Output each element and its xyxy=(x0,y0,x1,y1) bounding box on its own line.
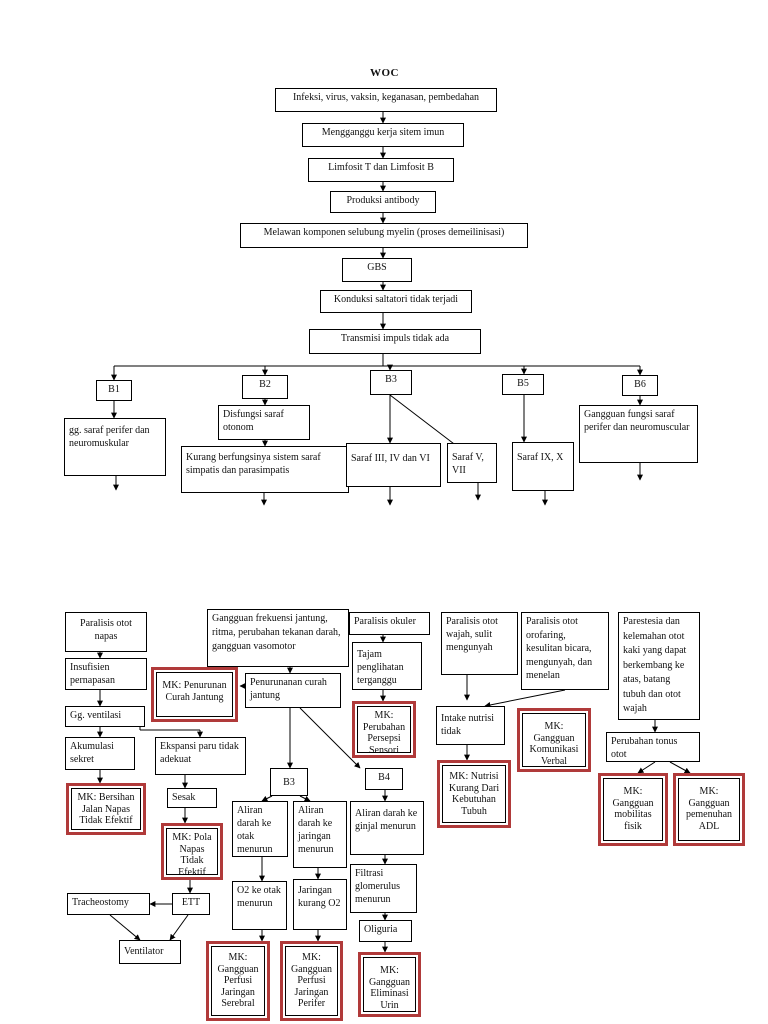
mk-cardiac-output: MK: Penurunan Curah Jantung xyxy=(151,667,238,722)
b5-nerve-9-10: Saraf IX, X xyxy=(512,442,574,491)
node-b3: B3 xyxy=(270,768,308,796)
branch-b6: B6 xyxy=(622,375,658,396)
branch-b2: B2 xyxy=(242,375,288,399)
node-facial-paralysis: Paralisis otot wajah, sulit mengunyah xyxy=(441,612,518,675)
mk-urinary-elimination: MK: Gangguan Eliminasi Urin xyxy=(358,952,421,1017)
node-tissue-perfusion: Aliran darah ke jaringan menurun xyxy=(293,801,347,868)
mk-cerebral-perfusion: MK: Gangguan Perfusi Jaringan Serebral xyxy=(206,941,270,1021)
node-nutrition-intake: Intake nutrisi tidak xyxy=(436,706,505,745)
b6-peripheral-neuromuscular: Gangguan fungsi saraf perifer dan neurom… xyxy=(579,405,698,463)
mk-breathing-pattern: MK: Pola Napas Tidak Efektif xyxy=(161,823,223,880)
mk-adl: MK: Gangguan pemenuhan ADL xyxy=(673,773,745,846)
b2-sympathetic: Kurang berfungsinya sistem saraf simpati… xyxy=(181,446,349,493)
node-respiratory-paralysis: Paralisis otot napas xyxy=(65,612,147,652)
mk-sensory-perception: MK: Perubahan Persepsi Sensori xyxy=(352,701,416,758)
branch-b3: B3 xyxy=(370,370,412,395)
node-immune-disruption: Mengganggu kerja sitem imun xyxy=(302,123,464,147)
node-demyelination: Melawan komponen selubung myelin (proses… xyxy=(240,223,528,248)
node-brain-perfusion: Aliran darah ke otak menurun xyxy=(232,801,288,857)
node-ocular-paralysis: Paralisis okuler xyxy=(349,612,430,635)
node-lymphocytes: Limfosit T dan Limfosit B xyxy=(308,158,454,182)
node-muscle-tone: Perubahan tonus otot xyxy=(606,732,700,762)
node-glomerular-filtration: Filtrasi glomerulus menurun xyxy=(350,864,417,913)
node-brain-o2: O2 ke otak menurun xyxy=(232,881,287,930)
mk-airway-clearance: MK: Bersihan Jalan Napas Tidak Efektif xyxy=(66,783,146,835)
node-oliguria: Oliguria xyxy=(359,920,412,942)
page-title: WOC xyxy=(370,67,399,79)
node-cardiac-output: Penurunanan curah jantung xyxy=(245,673,341,708)
mk-peripheral-perfusion: MK: Gangguan Perfusi Jaringan Perifer xyxy=(280,941,343,1021)
node-antibody: Produksi antibody xyxy=(330,191,436,213)
mk-nutrition: MK: Nutrisi Kurang Dari Kebutuhan Tubuh xyxy=(437,760,511,828)
b2-autonomic-dysfunction: Disfungsi saraf otonom xyxy=(218,405,310,440)
node-ett: ETT xyxy=(172,893,210,915)
mk-verbal-communication: MK: Gangguan Komunikasi Verbal xyxy=(517,708,591,772)
node-secretion: Akumulasi sekret xyxy=(65,737,135,770)
node-tracheostomy: Tracheostomy xyxy=(67,893,150,915)
mk-physical-mobility: MK: Gangguan mobilitas fisik xyxy=(598,773,668,846)
branch-b5: B5 xyxy=(502,374,544,395)
node-respiratory-insufficiency: Insufisien pernapasan xyxy=(65,658,147,690)
node-vision: Tajam penglihatan terganggu xyxy=(352,642,422,690)
node-transmission: Transmisi impuls tidak ada xyxy=(309,329,481,354)
node-kidney-perfusion: Aliran darah ke ginjal menurun xyxy=(350,801,424,855)
node-dyspnea: Sesak xyxy=(167,788,217,808)
node-b4: B4 xyxy=(365,768,403,790)
node-etiology: Infeksi, virus, vaksin, keganasan, pembe… xyxy=(275,88,497,112)
node-oropharynx-paralysis: Paralisis otot orofaring, kesulitan bica… xyxy=(521,612,609,690)
node-lung-expansion: Ekspansi paru tidak adekuat xyxy=(155,737,246,775)
b3-nerve-5-7: Saraf V, VII xyxy=(447,443,497,483)
node-paresthesia: Parestesia dan kelemahan otot kaki yang … xyxy=(618,612,700,720)
node-ventilator: Ventilator xyxy=(119,940,181,964)
node-gbs: GBS xyxy=(342,258,412,282)
node-tissue-o2: Jaringan kurang O2 xyxy=(293,879,347,930)
b1-peripheral-nerve: gg. saraf perifer dan neuromuskular xyxy=(64,418,166,476)
branch-b1: B1 xyxy=(96,380,132,401)
b3-nerve-3-4-6: Saraf III, IV dan VI xyxy=(346,443,441,487)
node-cardiac-disorder: Gangguan frekuensi jantung, ritma, perub… xyxy=(207,609,349,667)
node-conduction: Konduksi saltatori tidak terjadi xyxy=(320,290,472,313)
node-ventilation: Gg. ventilasi xyxy=(65,706,145,727)
